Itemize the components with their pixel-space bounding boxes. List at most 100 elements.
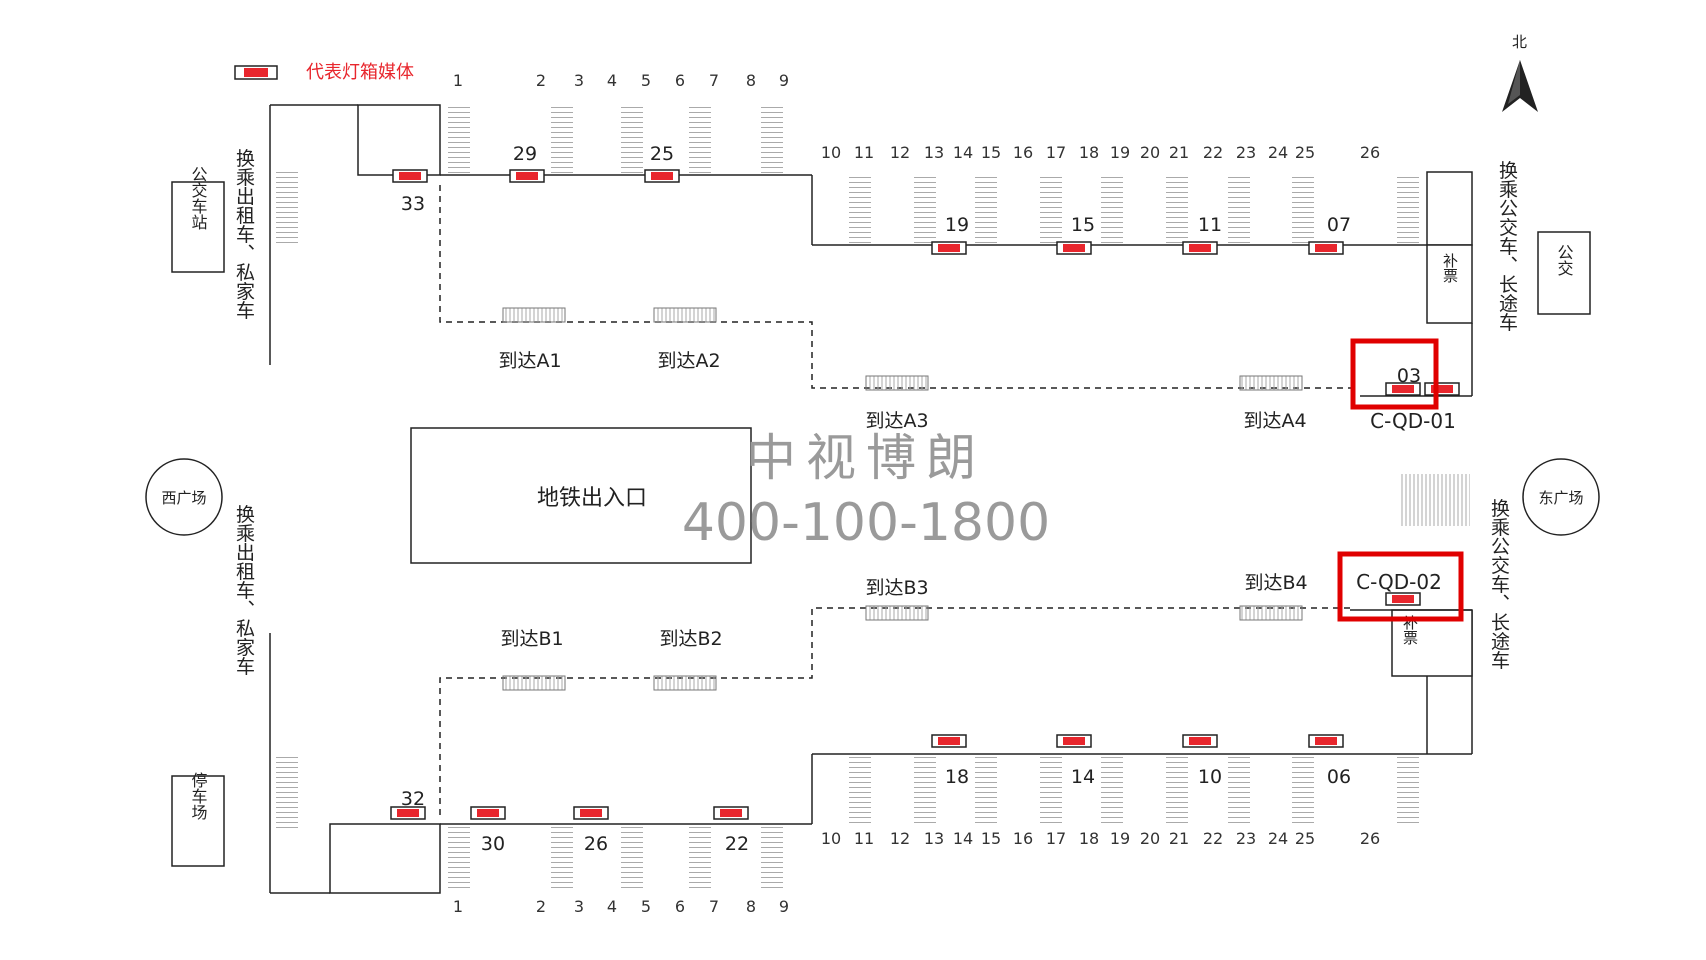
arrival-a2: 到达A2 — [657, 350, 720, 372]
platform-number-bottom-1: 1 — [453, 897, 463, 916]
arrival-gates-south — [502, 605, 1303, 691]
track-number-top-12: 12 — [890, 143, 910, 162]
track-number-bottom-23: 23 — [1236, 829, 1256, 848]
track-number-top-20: 20 — [1140, 143, 1160, 162]
track-number-top-15: 15 — [981, 143, 1001, 162]
marker-32 — [390, 806, 426, 820]
marker-33 — [392, 169, 428, 183]
watermark-name: 中视博朗 — [746, 429, 986, 487]
marker-03b — [1424, 382, 1460, 396]
marker-15 — [1056, 241, 1092, 255]
media-11: 11 — [1198, 214, 1222, 236]
track-number-top-14: 14 — [953, 143, 973, 162]
platform-number-bottom-2: 2 — [536, 897, 546, 916]
track-number-top-16: 16 — [1013, 143, 1033, 162]
marker-03 — [1385, 382, 1421, 396]
supplement-ticket-north: 补票 — [1441, 253, 1459, 283]
subway-entrance: 地铁出入口 — [410, 427, 752, 564]
south-walkway — [439, 607, 1355, 815]
platform-number-top-4: 4 — [607, 71, 617, 90]
track-number-bottom-10: 10 — [821, 829, 841, 848]
transfer-taxi-south: 换乘出租车、私家车 — [233, 504, 255, 675]
media-14: 14 — [1071, 766, 1095, 788]
marker-14 — [1056, 734, 1092, 748]
track-number-bottom-26: 26 — [1360, 829, 1380, 848]
platform-number-bottom-9: 9 — [779, 897, 789, 916]
platform-number-top-3: 3 — [574, 71, 584, 90]
track-number-bottom-22: 22 — [1203, 829, 1223, 848]
track-number-bottom-18: 18 — [1079, 829, 1099, 848]
media-30: 30 — [481, 833, 505, 855]
marker-22 — [713, 806, 749, 820]
platform-number-bottom-8: 8 — [746, 897, 756, 916]
bus-station-box: 公交车站 — [171, 166, 225, 273]
track-number-bottom-14: 14 — [953, 829, 973, 848]
media-33: 33 — [401, 193, 425, 215]
subway-label: 地铁出入口 — [537, 486, 647, 511]
east-plaza-label: 东广场 — [1538, 489, 1583, 507]
track-number-bottom-16: 16 — [1013, 829, 1033, 848]
track-number-bottom-19: 19 — [1110, 829, 1130, 848]
marker-06 — [1308, 734, 1344, 748]
platform-number-bottom-3: 3 — [574, 897, 584, 916]
arrival-a4: 到达A4 — [1243, 410, 1306, 432]
compass: 北 — [1502, 33, 1538, 112]
track-number-top-18: 18 — [1079, 143, 1099, 162]
highlight-label-1: C-QD-01 — [1370, 409, 1456, 433]
south-stairs — [276, 474, 1470, 892]
marker-11 — [1182, 241, 1218, 255]
watermark-phone: 400-100-1800 — [682, 493, 1050, 553]
track-number-top-25: 25 — [1295, 143, 1315, 162]
track-number-bottom-11: 11 — [854, 829, 874, 848]
marker-10 — [1182, 734, 1218, 748]
media-25: 25 — [650, 143, 674, 165]
arrival-a3: 到达A3 — [865, 410, 928, 432]
transfer-taxi-north: 换乘出租车、私家车 — [233, 148, 255, 319]
platform-number-top-7: 7 — [709, 71, 719, 90]
marker-19 — [931, 241, 967, 255]
track-number-top-24: 24 — [1268, 143, 1288, 162]
transfer-bus-north: 换乘公交车、长途车 — [1496, 160, 1518, 331]
arrival-b3: 到达B3 — [865, 577, 928, 599]
bus-east-label: 公交 — [1555, 244, 1574, 276]
track-number-top-11: 11 — [854, 143, 874, 162]
highlight-box-2 — [1337, 551, 1464, 622]
track-number-top-23: 23 — [1236, 143, 1256, 162]
arrival-a1: 到达A1 — [498, 350, 561, 372]
platform-number-bottom-5: 5 — [641, 897, 651, 916]
marker-18 — [931, 734, 967, 748]
bus-station-label: 公交车站 — [189, 166, 208, 230]
west-plaza: 西广场 — [145, 458, 223, 536]
media-18: 18 — [945, 766, 969, 788]
west-plaza-label: 西广场 — [161, 489, 206, 507]
track-number-bottom-25: 25 — [1295, 829, 1315, 848]
track-number-top-10: 10 — [821, 143, 841, 162]
north-stairs — [276, 106, 1419, 244]
supplement-ticket-south: 补票 — [1401, 615, 1419, 645]
media-10: 10 — [1198, 766, 1222, 788]
arrival-b1: 到达B1 — [500, 628, 563, 650]
arrival-gates-north — [502, 307, 1303, 391]
legend-label: 代表灯箱媒体 — [306, 62, 414, 83]
track-number-bottom-12: 12 — [890, 829, 910, 848]
platform-number-top-5: 5 — [641, 71, 651, 90]
media-15: 15 — [1071, 214, 1095, 236]
platform-number-top-2: 2 — [536, 71, 546, 90]
track-number-bottom-13: 13 — [924, 829, 944, 848]
platform-number-top-6: 6 — [675, 71, 685, 90]
marker-07 — [1308, 241, 1344, 255]
track-number-bottom-20: 20 — [1140, 829, 1160, 848]
transfer-bus-south: 换乘公交车、长途车 — [1488, 498, 1510, 669]
platform-number-bottom-6: 6 — [675, 897, 685, 916]
track-number-top-13: 13 — [924, 143, 944, 162]
track-number-top-17: 17 — [1046, 143, 1066, 162]
media-22: 22 — [725, 833, 749, 855]
platform-number-bottom-4: 4 — [607, 897, 617, 916]
track-number-bottom-24: 24 — [1268, 829, 1288, 848]
platform-number-bottom-7: 7 — [709, 897, 719, 916]
highlight-box-1 — [1350, 338, 1439, 410]
track-number-top-22: 22 — [1203, 143, 1223, 162]
track-number-bottom-21: 21 — [1169, 829, 1189, 848]
media-06: 06 — [1327, 766, 1351, 788]
